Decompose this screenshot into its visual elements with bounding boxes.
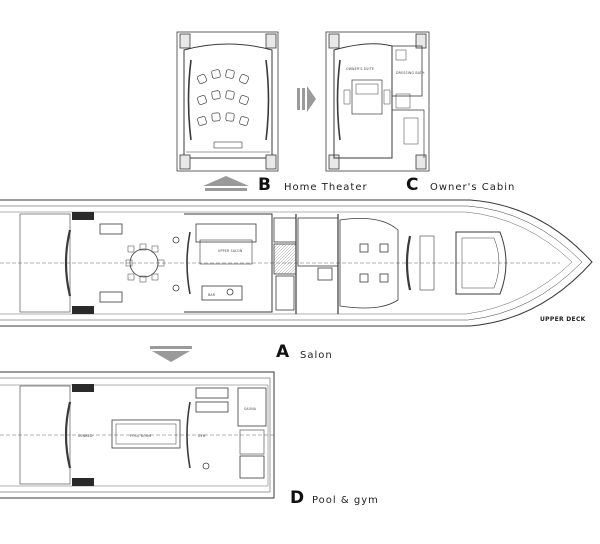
label-pool-room: POOL ROOM — [130, 434, 152, 438]
inset-home-theater — [176, 31, 279, 172]
label-d-text: Pool & gym — [312, 495, 379, 506]
main-upper-deck-plan — [0, 199, 593, 327]
label-dressing-bath: DRESSING BATH — [396, 71, 425, 75]
label-a-text: Salon — [300, 350, 333, 361]
arrow-b-to-c — [297, 86, 316, 112]
label-upper-salon: UPPER SALON — [218, 249, 243, 253]
label-b-text: Home Theater — [284, 182, 368, 193]
label-owners-suite: OWNER'S SUITE — [346, 67, 374, 71]
arrow-a-to-b — [203, 176, 249, 191]
pool-and-gym-plan — [0, 371, 275, 499]
label-sauna: SAUNA — [244, 407, 257, 411]
label-a-letter: A — [276, 342, 290, 362]
inset-owners-cabin — [325, 31, 430, 172]
label-c-letter: C — [406, 175, 419, 195]
label-b-letter: B — [258, 175, 271, 195]
label-bar: BAR — [208, 293, 216, 297]
label-c-text: Owner's Cabin — [430, 182, 516, 193]
label-gym: GYM — [198, 434, 206, 438]
label-d-letter: D — [290, 488, 305, 508]
deck-label: UPPER DECK — [540, 316, 586, 323]
label-sunbed: SUNBED — [78, 434, 93, 438]
arrow-a-to-d — [150, 346, 192, 362]
